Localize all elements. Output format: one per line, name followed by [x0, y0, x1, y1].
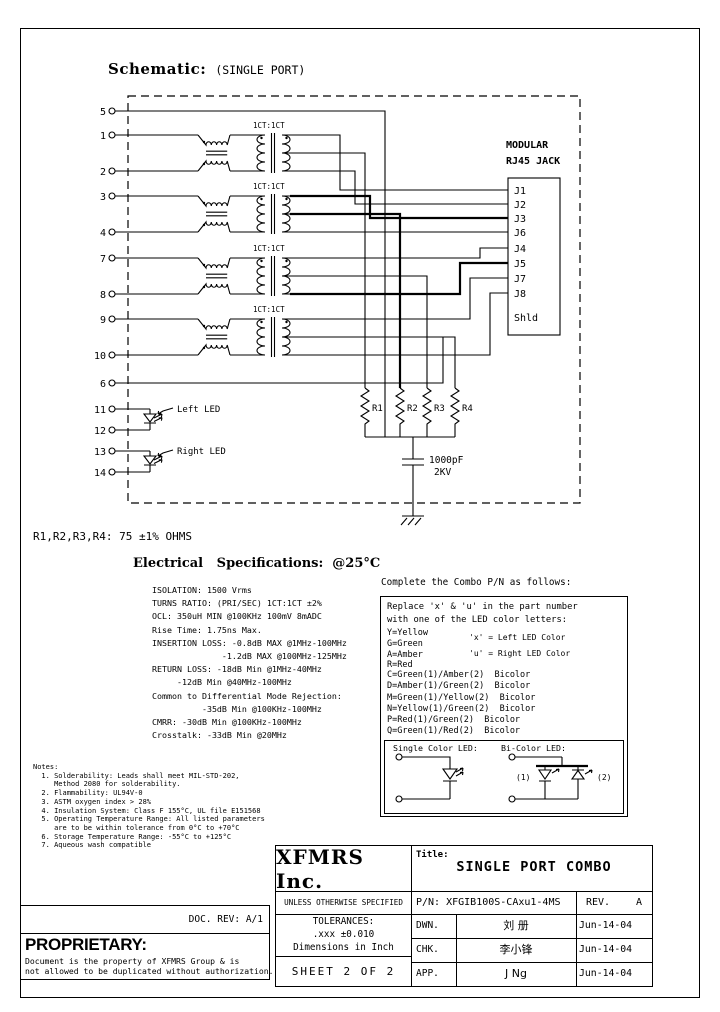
single-led-label: Single Color LED: [393, 743, 478, 753]
dwn-label: DWN. [416, 920, 439, 931]
doc-rev: DOC. REV: A/1 [188, 914, 263, 925]
proprietary-body: Document is the property of XFMRS Group … [25, 956, 274, 977]
part-number: P/N: XFGIB100S-CAxu1-4MS [416, 897, 561, 908]
combo-panel: Replace 'x' & 'u' in the part number wit… [380, 596, 628, 817]
drawing-title: SINGLE PORT COMBO [456, 859, 612, 875]
chk-name: 李小锋 [499, 943, 533, 956]
sheet-number: SHEET 2 OF 2 [291, 964, 396, 978]
tolerance-value: .xxx ±0.010 [312, 929, 375, 940]
page-border [20, 28, 700, 998]
app-name: J Ng [505, 967, 527, 980]
combo-single-colors: Y=Yellow G=Green A=Amber R=Red [387, 628, 428, 671]
proprietary-box: DOC. REV: A/1 PROPRIETARY: Document is t… [20, 905, 274, 980]
company-name: XFMRS Inc. [276, 844, 364, 893]
title-block: XFMRS Inc. Title: SINGLE PORT COMBO UNLE… [275, 845, 653, 987]
title-label: Title: [416, 850, 449, 860]
rev-cell: REV. A [576, 891, 652, 914]
dwn-date: Jun-14-04 [579, 920, 633, 931]
notes-block: Notes: 1. Solderability: Leads shall mee… [33, 763, 265, 850]
combo-heading: Complete the Combo P/N as follows: [381, 577, 572, 588]
chk-date: Jun-14-04 [579, 944, 633, 955]
dwn-name: 刘 册 [503, 919, 529, 932]
combo-x-note: 'x' = Left LED Color [469, 633, 566, 642]
bicolor-led-label: Bi-Color LED: [501, 743, 566, 753]
app-label: APP. [416, 968, 439, 979]
combo-u-note: 'u' = Right LED Color [469, 649, 571, 658]
tolerances-label: TOLERANCES: [312, 916, 375, 927]
proprietary-heading: PROPRIETARY: [25, 935, 147, 954]
combo-bicolor-list: C=Green(1)/Amber(2) Bicolor D=Amber(1)/G… [387, 670, 536, 737]
combo-intro: Replace 'x' & 'u' in the part number wit… [387, 602, 578, 625]
led-legend-box: Single Color LED: Bi-Color LED: [384, 740, 624, 814]
spec-heading: Electrical Specifications: @25°C [133, 556, 381, 571]
chk-label: CHK. [416, 944, 439, 955]
spec-body: ISOLATION: 1500 Vrms TURNS RATIO: (PRI/S… [152, 585, 347, 741]
app-date: Jun-14-04 [579, 968, 633, 979]
resistor-value-note: R1,R2,R3,R4: 75 ±1% OHMS [33, 530, 192, 543]
unless-note: UNLESS OTHERWISE SPECIFIED [284, 898, 403, 907]
schematic-heading-sub: (SINGLE PORT) [215, 63, 306, 77]
schematic-heading: Schematic: [108, 60, 207, 78]
dimensions-note: Dimensions in Inch [293, 942, 394, 953]
rev-label: REV. [586, 897, 611, 908]
rev-value: A [635, 897, 642, 908]
page-title: Schematic: (SINGLE PORT) [108, 60, 305, 78]
